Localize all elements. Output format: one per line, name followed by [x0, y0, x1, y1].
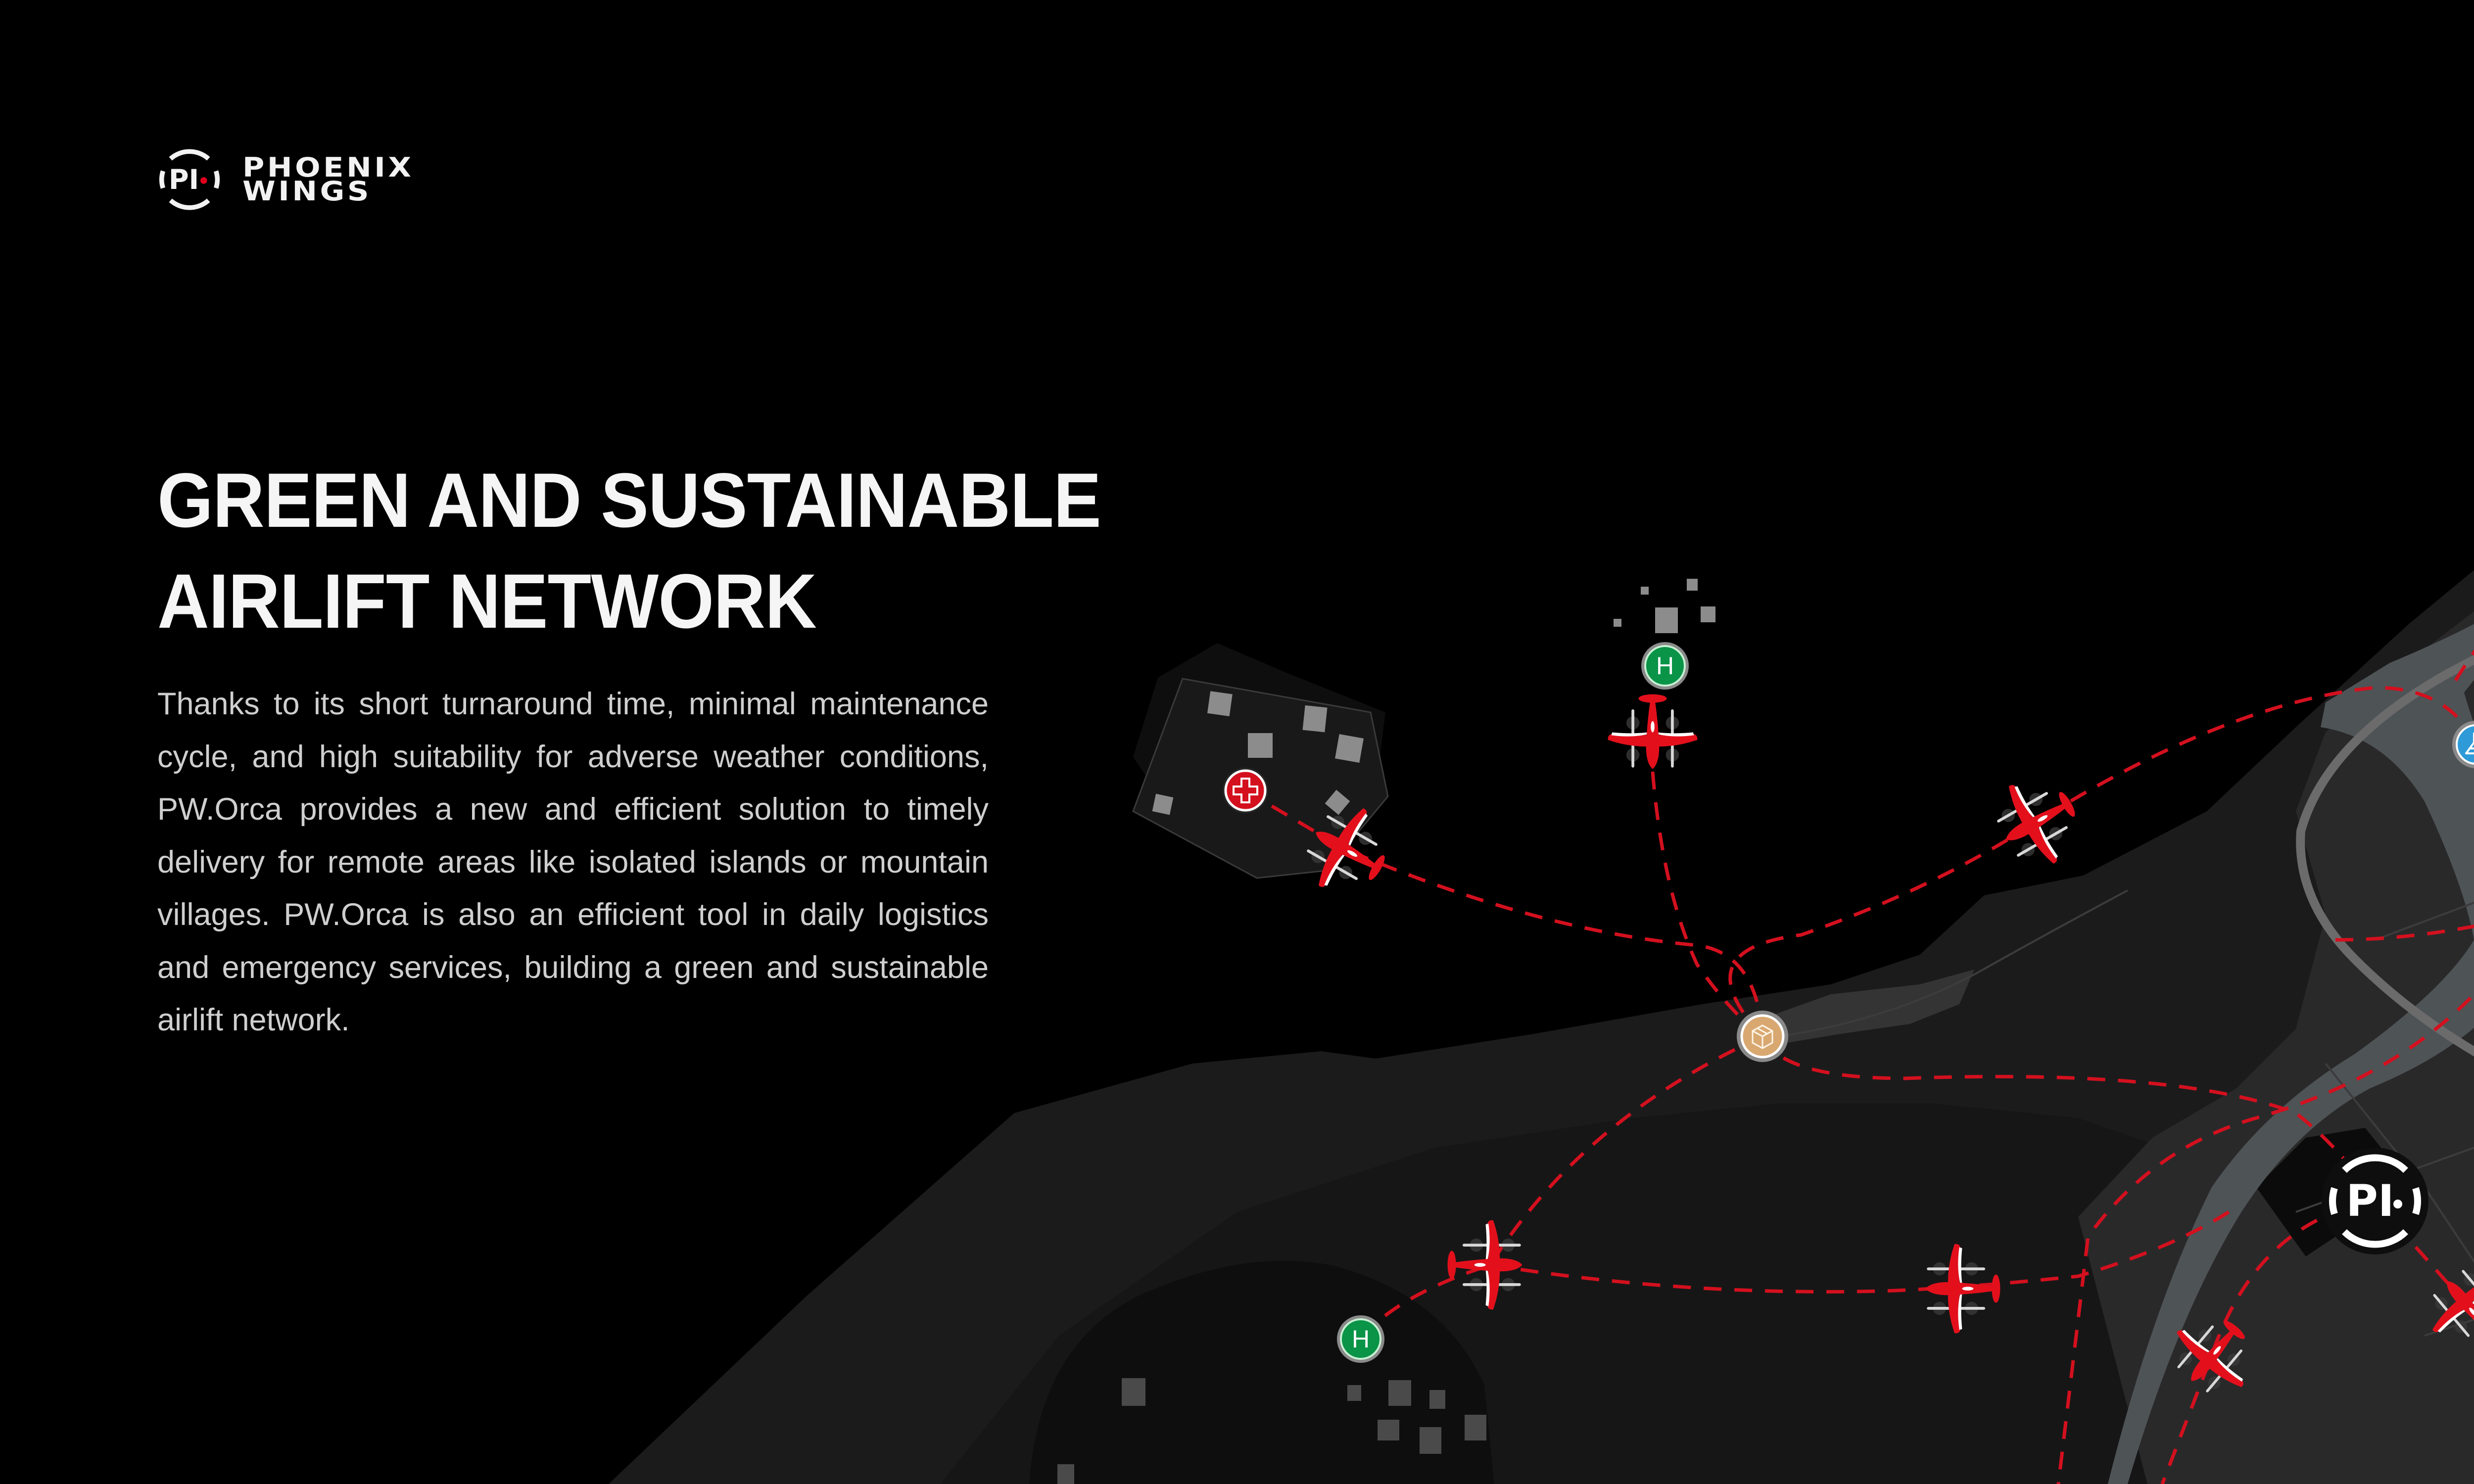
roads	[2296, 654, 2474, 1057]
medical-cross-icon	[1233, 778, 1258, 803]
helipad-icon: H	[1656, 652, 1674, 680]
flight-routes	[1244, 649, 2474, 1484]
lab-marker[interactable]	[2452, 721, 2474, 768]
phoenix-wings-logo-icon: PI	[159, 149, 220, 210]
logistics-hub-marker[interactable]	[1737, 1011, 1788, 1062]
home-base-marker[interactable]: PI	[2322, 1148, 2428, 1254]
svg-text:PI: PI	[169, 164, 199, 196]
village-buildings-south	[1057, 1378, 1486, 1484]
coastal-strip	[1761, 970, 1974, 1044]
island-buildings	[1152, 691, 1364, 815]
brand-name-line2: WINGS	[242, 176, 372, 207]
medical-marker[interactable]	[1223, 768, 1268, 813]
page-title-line1: GREEN AND SUSTAINABLE	[157, 458, 1101, 544]
helipad-icon: H	[1352, 1325, 1370, 1353]
page-title: GREEN AND SUSTAINABLE AIRLIFT NETWORK	[157, 450, 1101, 652]
description-paragraph: Thanks to its short turnaround time, min…	[157, 687, 989, 1037]
package-icon	[1752, 1024, 1773, 1049]
helipad-marker-south[interactable]: H	[1337, 1315, 1384, 1363]
flask-icon	[2465, 733, 2474, 754]
river	[2108, 624, 2474, 1484]
phoenix-wings-logo-icon: PI	[2346, 1175, 2394, 1226]
page-title-line2: AIRLIFT NETWORK	[157, 558, 817, 645]
brand-name-line1: PHOENIX	[242, 152, 414, 183]
aircraft-icon	[1984, 764, 2093, 879]
aircraft-icon	[1608, 695, 1698, 769]
village-buildings-north	[1614, 579, 1715, 633]
brand-name: PHOENIX WINGS	[242, 154, 411, 205]
brand-logo[interactable]: PI PHOENIX WINGS	[156, 146, 411, 213]
helipad-marker-north[interactable]: H	[1641, 642, 1689, 690]
